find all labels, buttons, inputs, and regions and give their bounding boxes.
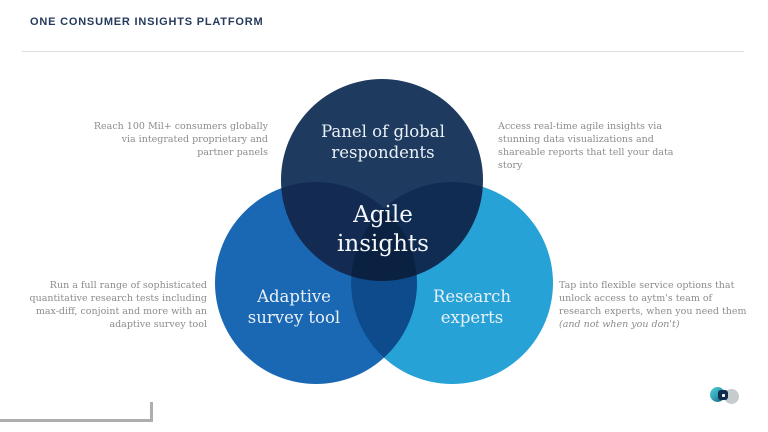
page-title: ONE CONSUMER INSIGHTS PLATFORM xyxy=(30,16,264,28)
decoration-corner-line-horizontal xyxy=(0,419,153,422)
venn-overlap-top-right xyxy=(351,182,483,281)
label-panel-of-global-respondents: Panel of global respondents xyxy=(321,122,445,163)
venn-overlap-top-left xyxy=(281,182,417,281)
title-divider xyxy=(22,51,744,52)
label-agile-insights: Agile insights xyxy=(337,202,429,257)
annotation-top-left: Reach 100 Mil+ consumers globally via in… xyxy=(93,121,268,158)
annotation-bottom-left: Run a full range of sophisticated quanti… xyxy=(29,280,208,330)
logo-dot-icon xyxy=(721,393,725,397)
label-research-experts: Research experts xyxy=(432,287,511,328)
annotation-bottom-right-note: (and not when you don't) xyxy=(559,318,680,330)
annotation-bottom-right: Tap into flexible service options that u… xyxy=(559,280,751,332)
label-adaptive-survey-tool: Adaptive survey tool xyxy=(247,287,341,328)
decoration-corner-line-vertical xyxy=(150,402,153,422)
annotation-bottom-right-text: Tap into flexible service options that u… xyxy=(559,280,747,317)
aytm-logo xyxy=(702,382,748,410)
annotation-top-right: Access real-time agile insights via stun… xyxy=(498,121,674,171)
venn-diagram xyxy=(215,79,553,384)
